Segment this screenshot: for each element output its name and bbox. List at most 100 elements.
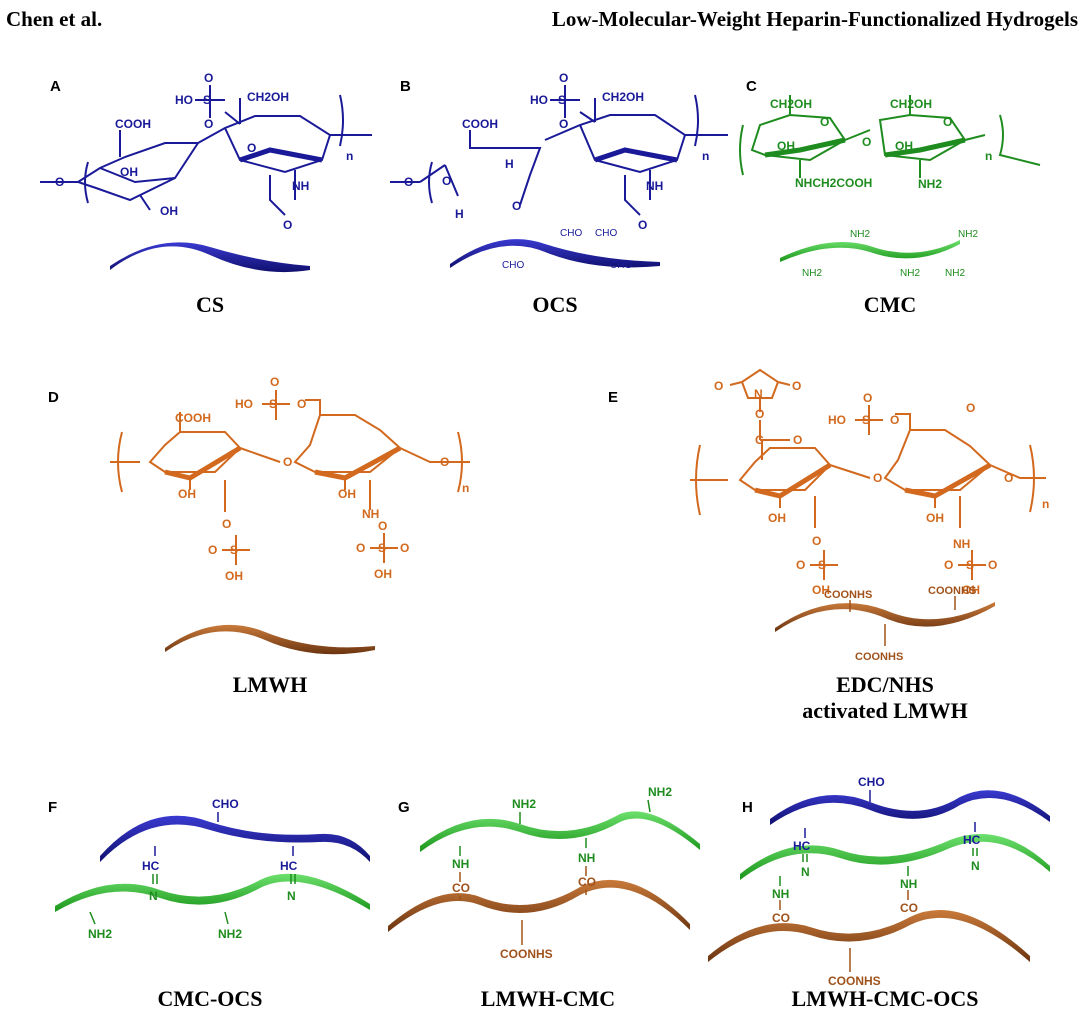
cmc-ribbon-groups: NH2 NH2 NH2 NH2 NH2 <box>802 229 978 279</box>
svg-text:NH2: NH2 <box>648 785 672 799</box>
ocs-structure <box>390 85 728 216</box>
svg-text:O: O <box>638 218 647 232</box>
cmc-structure <box>739 95 1041 178</box>
ocs-ribbon-groups: CHO CHO CHO CHO <box>502 228 632 271</box>
svg-text:CHO: CHO <box>858 775 885 789</box>
cs-structure <box>40 85 372 216</box>
panel-h: H CHO HC N HC N NH CO NH CO <box>708 775 1050 1011</box>
panel-c-caption: CMC <box>864 292 917 317</box>
svg-text:OH: OH <box>225 569 243 583</box>
svg-text:OH: OH <box>895 139 913 153</box>
svg-text:O: O <box>204 117 213 131</box>
panel-a-label: A <box>50 78 61 95</box>
cmc-ribbon <box>780 240 960 262</box>
cs-groups: COOH HO S O O CH2OH OH OH O NH O n O <box>55 71 353 232</box>
svg-text:COONHS: COONHS <box>824 589 872 601</box>
svg-text:OH: OH <box>120 165 138 179</box>
svg-text:O: O <box>55 175 64 189</box>
f-ocs-ribbon <box>100 815 370 862</box>
svg-text:O: O <box>820 115 829 129</box>
svg-text:O: O <box>988 558 997 572</box>
svg-text:CO: CO <box>452 881 470 895</box>
svg-text:CO: CO <box>772 911 790 925</box>
svg-text:n: n <box>346 149 353 163</box>
svg-text:CHO: CHO <box>212 797 239 811</box>
svg-text:OH: OH <box>768 511 786 525</box>
svg-text:CHO: CHO <box>595 228 617 239</box>
svg-text:HC: HC <box>280 859 298 873</box>
svg-text:CH2OH: CH2OH <box>602 90 644 104</box>
svg-text:O: O <box>944 558 953 572</box>
svg-text:O: O <box>378 519 387 533</box>
svg-text:HC: HC <box>793 839 811 853</box>
h-groups: CHO HC N HC N NH CO NH CO COONHS <box>772 775 981 988</box>
svg-text:COONHS: COONHS <box>828 974 881 988</box>
svg-text:O: O <box>222 517 231 531</box>
svg-text:n: n <box>702 149 709 163</box>
svg-text:NH: NH <box>292 179 309 193</box>
f-groups: CHO HC N HC N NH2 NH2 <box>88 797 298 941</box>
svg-text:H: H <box>455 207 464 221</box>
edc-nhs-ribbon <box>775 602 995 632</box>
svg-text:O: O <box>890 413 899 427</box>
panel-b: B COOH HO S O O CH2OH H O H O NH O n O C… <box>390 71 728 317</box>
svg-text:HO: HO <box>530 93 548 107</box>
svg-text:O: O <box>862 135 871 149</box>
edc-nhs-lmwh-structure <box>690 368 1046 580</box>
panel-a-caption: CS <box>196 292 224 317</box>
svg-text:O: O <box>440 455 449 469</box>
svg-text:NH2: NH2 <box>218 927 242 941</box>
panel-d-label: D <box>48 389 59 406</box>
svg-text:HO: HO <box>235 397 253 411</box>
svg-text:COONHS: COONHS <box>500 947 553 961</box>
svg-text:O: O <box>755 407 764 421</box>
svg-text:O: O <box>270 375 279 389</box>
svg-text:S: S <box>230 543 238 557</box>
ocs-ribbon <box>450 239 660 268</box>
svg-text:COOH: COOH <box>462 117 498 131</box>
svg-text:CH2OH: CH2OH <box>247 90 289 104</box>
svg-text:OH: OH <box>777 139 795 153</box>
cs-ribbon <box>110 242 310 273</box>
svg-text:NH2: NH2 <box>512 797 536 811</box>
svg-text:N: N <box>754 387 763 401</box>
svg-text:COONHS: COONHS <box>855 651 903 663</box>
svg-text:O: O <box>966 401 975 415</box>
panel-d: D COOH HO S O O OH O O S O OH OH NH O S <box>48 375 470 697</box>
svg-text:OH: OH <box>812 583 830 597</box>
edc-nhs-lmwh-groups: O N O O C O HO S O O OH O O S O OH OH NH… <box>714 379 1049 597</box>
panel-f-caption: CMC-OCS <box>157 986 262 1011</box>
panel-g-caption: LMWH-CMC <box>481 986 615 1011</box>
g-linkers <box>459 799 651 945</box>
h-ocs-ribbon <box>770 790 1050 825</box>
panel-b-label: B <box>400 78 411 95</box>
header-authors: Chen et al. <box>6 7 102 31</box>
svg-text:CH2OH: CH2OH <box>770 97 812 111</box>
svg-text:COOH: COOH <box>115 117 151 131</box>
svg-text:NH2: NH2 <box>88 927 112 941</box>
svg-text:O: O <box>792 379 801 393</box>
svg-text:N: N <box>149 889 158 903</box>
svg-text:COONHS: COONHS <box>928 585 976 597</box>
svg-text:S: S <box>558 93 566 107</box>
svg-text:S: S <box>818 558 826 572</box>
svg-text:NH: NH <box>578 851 595 865</box>
panel-b-caption: OCS <box>532 292 577 317</box>
svg-text:COOH: COOH <box>175 411 211 425</box>
svg-text:O: O <box>356 541 365 555</box>
svg-text:O: O <box>559 117 568 131</box>
svg-text:O: O <box>793 433 802 447</box>
svg-text:C: C <box>755 433 764 447</box>
svg-text:NH2: NH2 <box>958 229 978 240</box>
svg-text:CH2OH: CH2OH <box>890 97 932 111</box>
svg-text:O: O <box>283 455 292 469</box>
svg-text:CO: CO <box>578 875 596 889</box>
svg-text:O: O <box>247 141 256 155</box>
svg-text:O: O <box>796 558 805 572</box>
svg-text:O: O <box>559 71 568 85</box>
g-groups: NH2 NH2 NH CO NH CO COONHS <box>452 785 672 961</box>
svg-text:O: O <box>943 115 952 129</box>
svg-text:NH2: NH2 <box>850 229 870 240</box>
